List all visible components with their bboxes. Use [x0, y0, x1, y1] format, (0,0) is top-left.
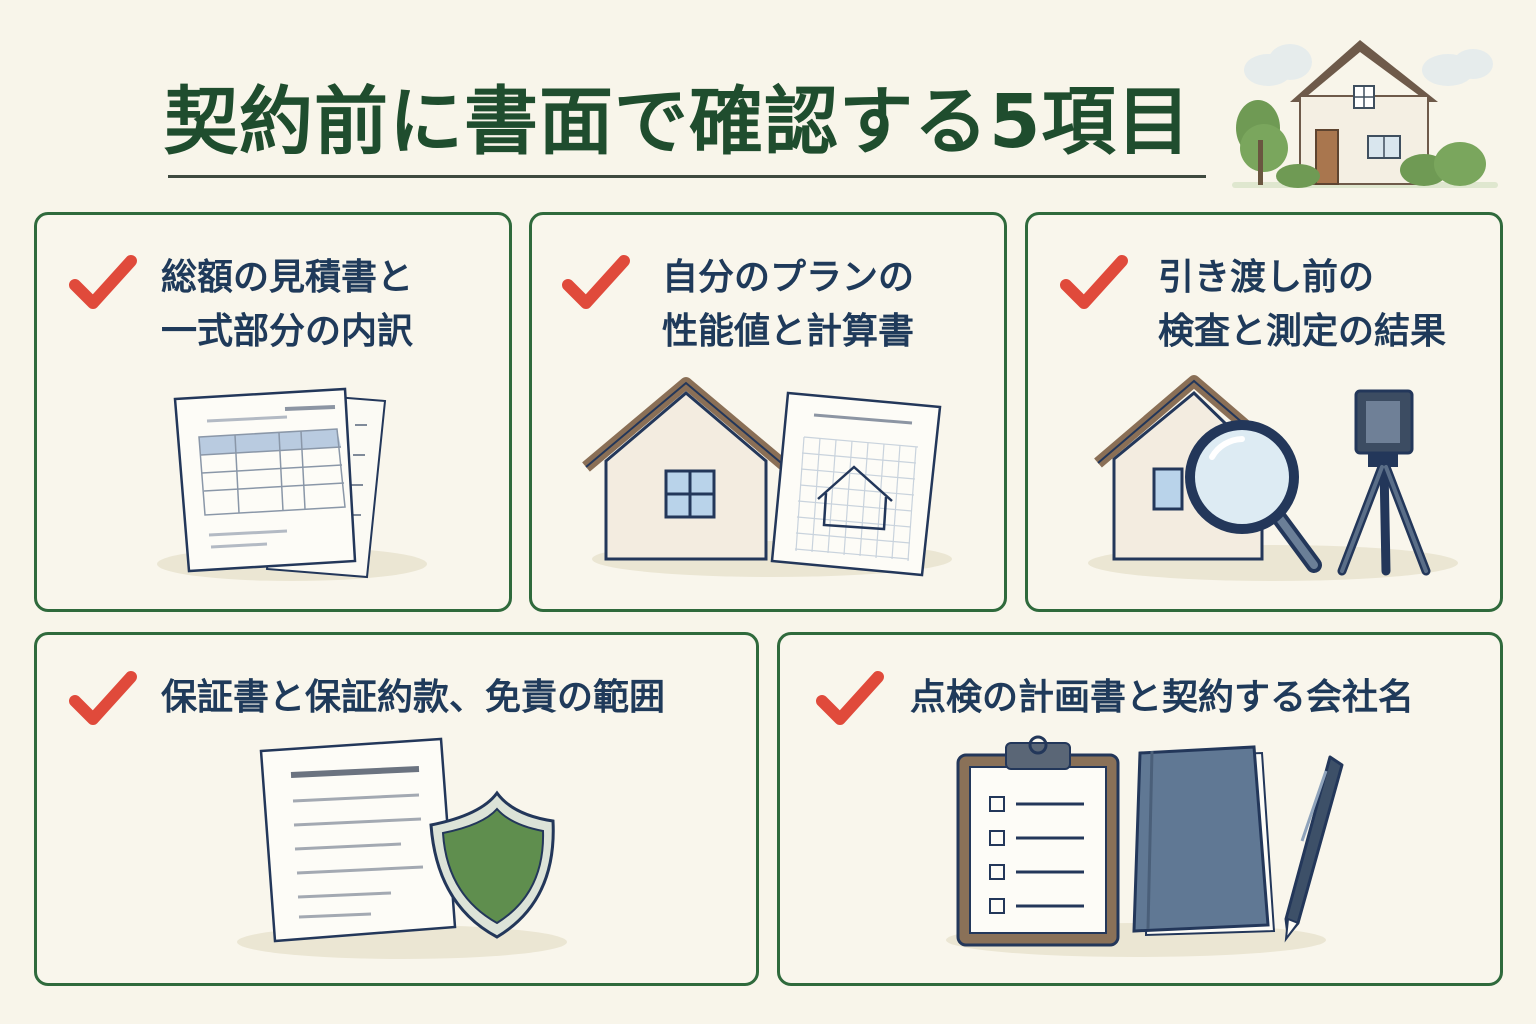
item-card-estimate: 総額の見積書と一式部分の内訳	[34, 212, 512, 612]
item-card-inspection: 引き渡し前の検査と測定の結果	[1025, 212, 1503, 612]
house-with-trees-icon	[1232, 40, 1498, 188]
maintenance-plan-icon	[956, 735, 1344, 947]
item-label: 引き渡し前の検査と測定の結果	[1158, 257, 1447, 352]
estimate-document-icon	[173, 387, 387, 579]
checkmark-icon	[1060, 255, 1128, 309]
item-label: 点検の計画書と契約する会社名	[910, 677, 1415, 718]
item-card-performance: 自分のプランの性能値と計算書	[529, 212, 1007, 612]
checkmark-icon	[69, 255, 137, 309]
item-label: 自分のプランの性能値と計算書	[662, 257, 915, 352]
item-label: 総額の見積書と一式部分の内訳	[161, 257, 414, 352]
page-title: 契約前に書面で確認する5項目	[164, 79, 1192, 165]
item-card-maintenance: 点検の計画書と契約する会社名	[777, 632, 1503, 986]
title-underline	[168, 175, 1206, 178]
inspection-icon	[1094, 375, 1431, 576]
warranty-shield-icon	[259, 737, 555, 943]
house-plan-icon	[582, 377, 942, 577]
item-label: 保証書と保証約款、免責の範囲	[161, 677, 666, 718]
checkmark-icon	[69, 671, 137, 725]
checkmark-icon	[562, 255, 630, 309]
item-card-warranty: 保証書と保証約款、免責の範囲	[34, 632, 759, 986]
checkmark-icon	[816, 671, 884, 725]
